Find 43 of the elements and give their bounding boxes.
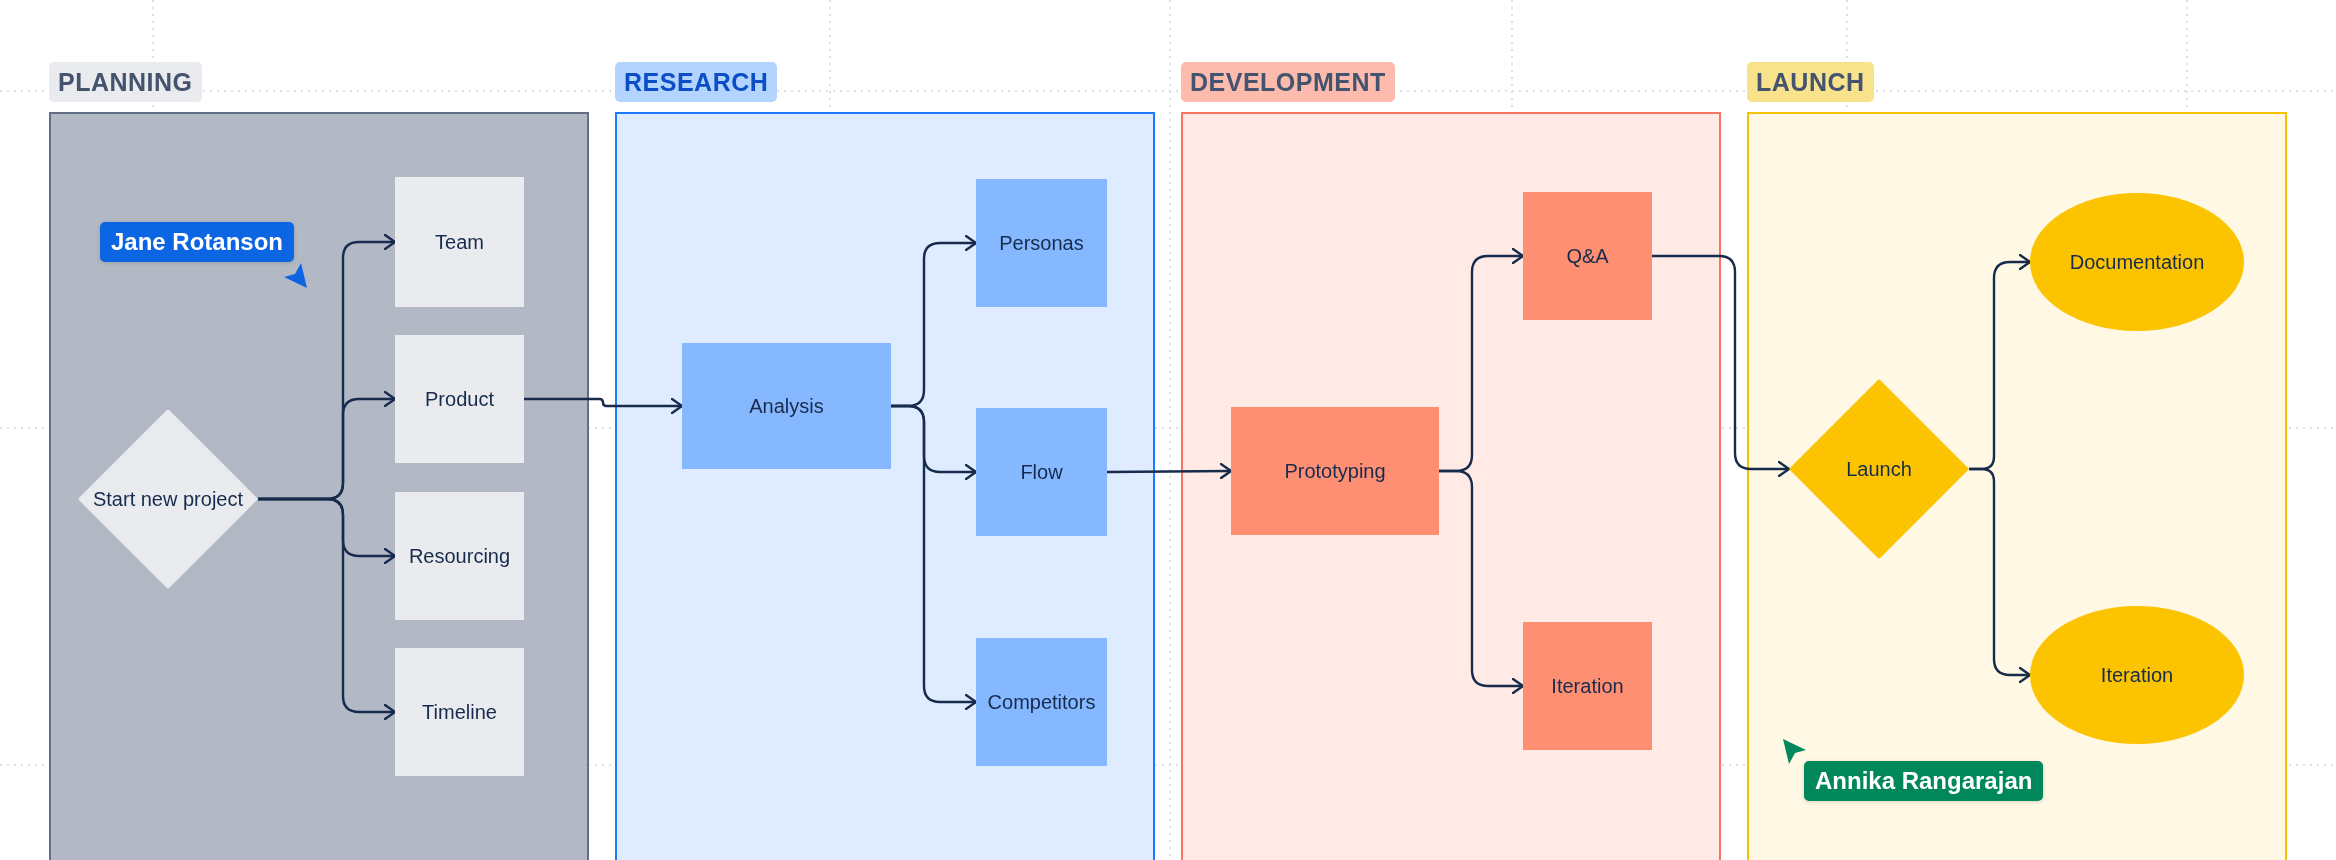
node-label: Competitors: [987, 690, 1096, 715]
node-label: Start new project: [92, 487, 244, 512]
lane-title: RESEARCH: [615, 62, 778, 102]
node-label: Personas: [999, 231, 1084, 256]
connector-arrow: [1439, 469, 1525, 695]
process-box: [395, 335, 524, 463]
node-label: Documentation: [2069, 250, 2205, 275]
decision-diamond: [78, 409, 258, 589]
process-box: [395, 648, 524, 776]
process-box: [1231, 407, 1439, 535]
connector-arrow: [524, 397, 684, 415]
node-label: Prototyping: [1284, 459, 1386, 484]
node-label: Resourcing: [408, 544, 511, 569]
process-box: [1523, 622, 1652, 750]
process-box: [395, 177, 524, 307]
process-box: [395, 492, 524, 620]
connector-arrow: [1107, 462, 1233, 480]
node-label: Q&A: [1566, 244, 1609, 269]
lane-title: DEVELOPMENT: [1181, 62, 1395, 102]
lane-title: PLANNING: [49, 62, 202, 102]
lane-title: LAUNCH: [1747, 62, 1874, 102]
process-box: [1523, 192, 1652, 320]
terminal-ellipse: [2030, 606, 2244, 744]
node-label: Iteration: [2100, 663, 2174, 688]
process-box: [976, 638, 1107, 766]
node-label: Timeline: [422, 700, 497, 725]
process-box: [976, 179, 1107, 307]
node-label: Analysis: [749, 394, 824, 419]
node-label: Launch: [1846, 457, 1912, 482]
terminal-ellipse: [2030, 193, 2244, 331]
connector-arrow: [1652, 254, 1791, 478]
node-label: Iteration: [1551, 674, 1624, 699]
connector-arrow: [891, 404, 978, 711]
node-label: Team: [435, 230, 484, 255]
node-label: Flow: [1020, 460, 1063, 485]
process-box: [682, 343, 891, 469]
user-name-tag: Annika Rangarajan: [1804, 761, 2044, 801]
user-name-tag: Jane Rotanson: [100, 222, 295, 262]
process-box: [976, 408, 1107, 536]
node-label: Product: [425, 387, 494, 412]
decision-diamond: [1789, 379, 1969, 559]
connector-arrow: [258, 497, 397, 721]
connector-arrow: [1969, 467, 2032, 684]
